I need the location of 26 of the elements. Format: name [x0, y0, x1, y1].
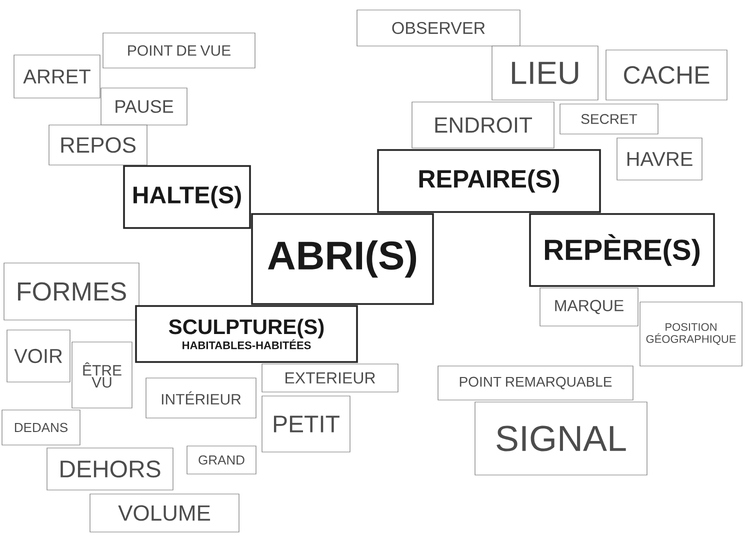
word-box: SECRET	[560, 104, 658, 134]
word-box: POINT REMARQUABLE	[438, 366, 634, 400]
word-box: ENDROIT	[412, 102, 554, 148]
word-box: DEDANS	[2, 410, 80, 446]
word-box: VOLUME	[90, 494, 240, 532]
word-box: PETIT	[262, 396, 350, 452]
word-box: LIEU	[492, 46, 598, 100]
word-box: REPOS	[48, 124, 148, 166]
word-box: EXTERIEUR	[262, 364, 398, 392]
word-box: MARQUE	[540, 288, 638, 326]
word-box: PAUSE	[100, 88, 188, 126]
word-box: OBSERVER	[356, 10, 520, 46]
word-box: INTÉRIEUR	[146, 378, 256, 418]
word-box: SIGNAL	[474, 402, 648, 476]
word-box: VOIR	[6, 330, 70, 382]
word-box: HAVRE	[616, 138, 702, 180]
word-box: CACHE	[606, 50, 728, 100]
word-box: ÊTRE VU	[72, 342, 132, 408]
word-box: HALTE(S)	[123, 165, 251, 229]
word-box: FORMES	[4, 262, 140, 320]
word-box: POSITION GÉOGRAPHIQUE	[640, 302, 742, 366]
word-box: GRAND	[186, 446, 256, 474]
word-box: ABRI(S)	[251, 213, 434, 305]
word-box: ARRET	[14, 54, 100, 98]
word-box: DEHORS	[46, 448, 174, 490]
word-box: POINT DE VUE	[102, 32, 256, 68]
